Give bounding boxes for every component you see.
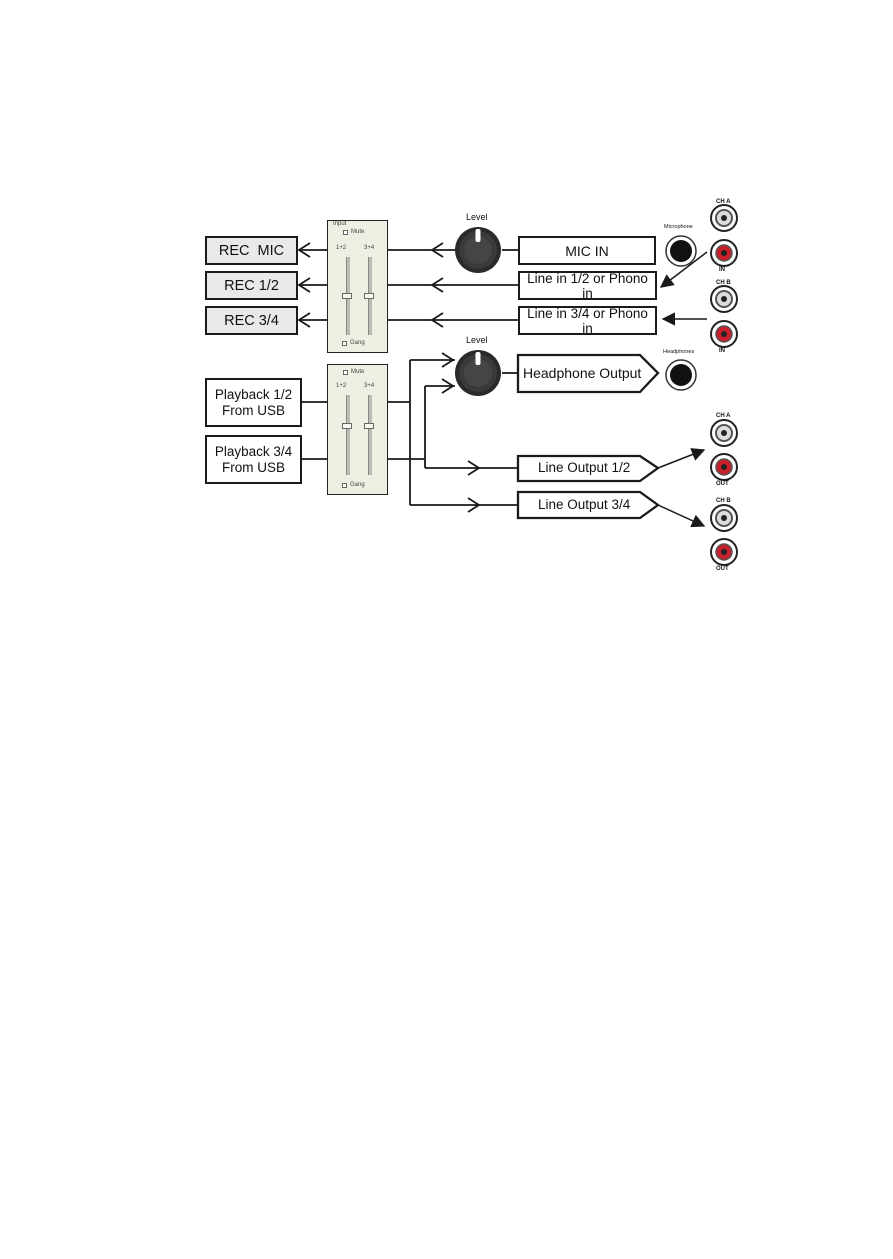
mixer-output-gang-checkbox[interactable] [342, 483, 347, 488]
rca-in-ch-a-red-icon [711, 240, 737, 266]
mixer-input-ch34-label: 3+4 [364, 245, 374, 251]
out-label-1: OUT [716, 481, 729, 487]
mixer-output-fader-34[interactable] [364, 423, 374, 429]
headphones-label: Headphones [663, 349, 694, 355]
microphone-jack-icon [666, 236, 696, 266]
playback-34-line2: From USB [222, 460, 285, 476]
in-label-1: IN [719, 267, 725, 273]
mixer-input-mute-checkbox[interactable] [343, 230, 348, 235]
rca-out-ch-b-red-icon [711, 539, 737, 565]
output-mixer-panel: Mute 1+2 3+4 Gang [327, 364, 388, 495]
rca-out-ch-a-red-icon [711, 454, 737, 480]
mixer-output-fader-12[interactable] [342, 423, 352, 429]
line-in-12-label: Line in 1/2 or Phono in [520, 271, 655, 301]
playback-12-box: Playback 1/2 From USB [205, 378, 302, 427]
line-output-34-label: Line Output 3/4 [538, 497, 630, 512]
in-label-2: IN [719, 348, 725, 354]
playback-34-box: Playback 3/4 From USB [205, 435, 302, 484]
mixer-input-gang-label: Gang [350, 340, 365, 346]
mixer-input-mute-label: Mute [351, 229, 364, 235]
level-knob-bottom[interactable] [455, 350, 501, 396]
rec-34-box: REC 3/4 [205, 306, 298, 335]
out-ch-a-label: CH A [716, 413, 730, 419]
rca-out-ch-a-white-icon [711, 420, 737, 446]
mixer-output-ch34-label: 3+4 [364, 383, 374, 389]
level-knob-top[interactable] [455, 227, 501, 273]
mixer-output-fader-track-12 [346, 395, 350, 475]
rca-in-ch-b-white-icon [711, 286, 737, 312]
mixer-input-fader-34[interactable] [364, 293, 374, 299]
mic-in-label: MIC IN [565, 243, 609, 259]
microphone-label: Microphone [664, 224, 693, 230]
mixer-input-fader-12[interactable] [342, 293, 352, 299]
mixer-input-gang-checkbox[interactable] [342, 341, 347, 346]
level-label-top: Level [466, 212, 488, 222]
playback-34-line1: Playback 3/4 [215, 444, 292, 460]
mixer-input-title: Input [333, 221, 346, 227]
rca-in-ch-a-white-icon [711, 205, 737, 231]
out-ch-b-label: CH B [716, 498, 731, 504]
line-in-34-label: Line in 3/4 or Phono in [520, 306, 655, 336]
rca-in-ch-b-red-icon [711, 321, 737, 347]
in-ch-a-label: CH A [716, 199, 730, 205]
in-ch-b-label: CH B [716, 280, 731, 286]
headphone-output-label: Headphone Output [523, 365, 641, 381]
rec-34-label: REC 3/4 [224, 313, 279, 329]
rec-mic-box: REC MIC [205, 236, 298, 265]
mixer-output-fader-track-34 [368, 395, 372, 475]
rec-12-box: REC 1/2 [205, 271, 298, 300]
level-label-bottom: Level [466, 335, 488, 345]
playback-12-line1: Playback 1/2 [215, 387, 292, 403]
playback-12-line2: From USB [222, 403, 285, 419]
headphone-jack-icon [666, 360, 696, 390]
out-label-2: OUT [716, 566, 729, 572]
mixer-input-ch12-label: 1+2 [336, 245, 346, 251]
arrow-lineout34-to-jack [658, 505, 704, 526]
mixer-output-ch12-label: 1+2 [336, 383, 346, 389]
line-in-34-box: Line in 3/4 or Phono in [518, 306, 657, 335]
rca-out-ch-b-white-icon [711, 505, 737, 531]
arrow-lineout12-to-jack [658, 450, 704, 468]
mixer-output-mute-checkbox[interactable] [343, 370, 348, 375]
rec-mic-label: REC MIC [219, 243, 284, 259]
mixer-output-gang-label: Gang [350, 482, 365, 488]
rec-12-label: REC 1/2 [224, 278, 279, 294]
mic-in-box: MIC IN [518, 236, 656, 265]
mixer-output-mute-label: Mute [351, 369, 364, 375]
input-mixer-panel: Input Mute 1+2 3+4 Gang [327, 220, 388, 353]
line-in-12-box: Line in 1/2 or Phono in [518, 271, 657, 300]
line-output-12-label: Line Output 1/2 [538, 460, 630, 475]
